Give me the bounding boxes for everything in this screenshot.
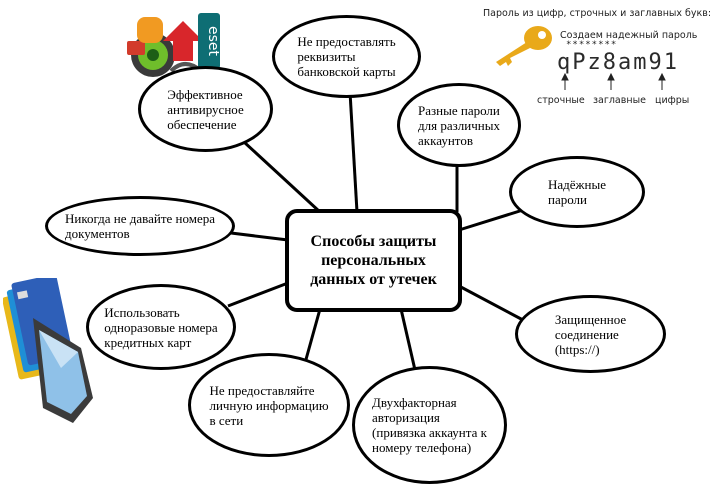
node-bank-card: Не предоставлять реквизиты банковской ка… [272, 15, 421, 98]
node-antivirus: Эффективное антивирусное обеспечение [138, 66, 273, 152]
node-antivirus-label: Эффективное антивирусное обеспечение [167, 86, 244, 132]
node-bank-card-label: Не предоставлять реквизиты банковской ка… [297, 34, 396, 79]
node-different-passwords-label: Разные пароли для различных аккаунтов [418, 102, 500, 148]
antivirus-logos-icon: eset [127, 13, 221, 77]
label-uppercase: заглавные [593, 95, 646, 106]
central-topic-title: Способы защиты персональных данных от ут… [310, 233, 437, 288]
node-different-passwords: Разные пароли для различных аккаунтов [397, 83, 521, 167]
node-documents: Никогда не давайте номера документов [45, 196, 235, 256]
password-stars: ******** [566, 40, 618, 50]
credit-cards-phone-icon [3, 278, 93, 423]
password-caption: Пароль из цифр, строчных и заглавных бук… [483, 8, 712, 19]
node-two-factor-label: Двухфакторная авторизация (привязка акка… [372, 395, 487, 455]
node-personal-info: Не предоставляйте личную информацию в се… [188, 353, 350, 457]
node-one-time-cards-label: Использовать одноразовые номера кредитны… [104, 304, 218, 350]
node-strong-passwords-label: Надёжные пароли [548, 177, 606, 207]
node-strong-passwords: Надёжные пароли [509, 156, 645, 228]
svg-text:eset: eset [205, 26, 221, 57]
password-subtitle: Создаем надежный пароль [560, 30, 698, 41]
node-one-time-cards: Использовать одноразовые номера кредитны… [86, 284, 236, 370]
node-documents-label: Никогда не давайте номера документов [64, 211, 216, 241]
node-two-factor: Двухфакторная авторизация (привязка акка… [352, 366, 507, 484]
password-value: qPz8am91 [557, 50, 679, 75]
label-lowercase: строчные [537, 95, 585, 106]
key-icon [496, 26, 552, 66]
node-secure-connection-label: Защищенное соединение (https://) [554, 311, 627, 357]
central-topic-box: Способы защиты персональных данных от ут… [285, 209, 462, 312]
label-digits: цифры [655, 95, 690, 106]
node-secure-connection: Защищенное соединение (https://) [515, 295, 666, 373]
node-personal-info-label: Не предоставляйте личную информацию в се… [209, 382, 329, 428]
